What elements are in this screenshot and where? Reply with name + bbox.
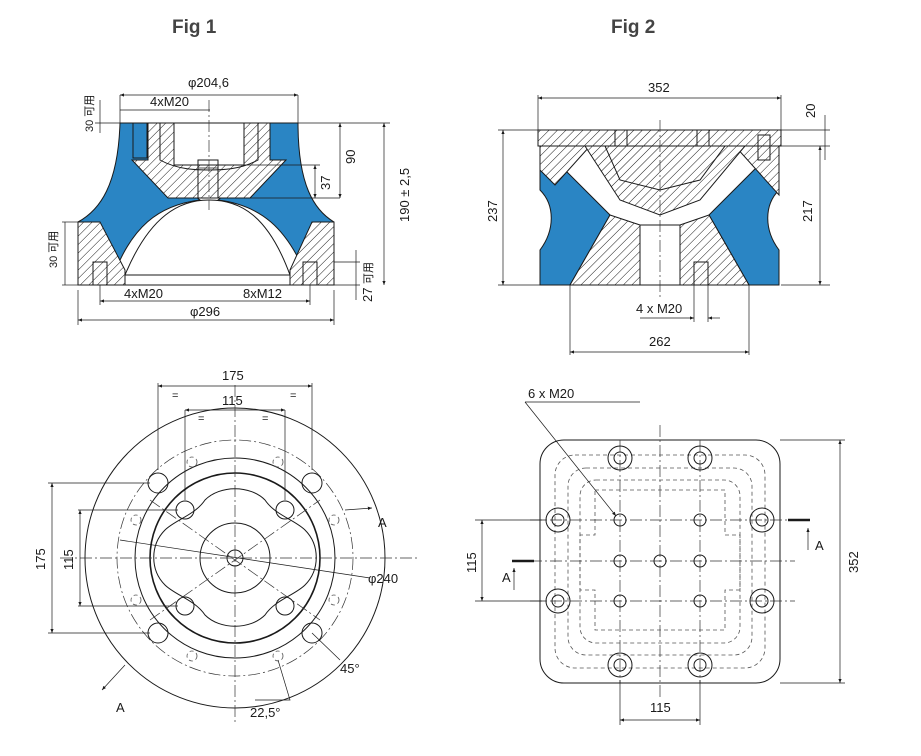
fig2-plan-dimensions: 6 x M20 115 352 115 A A [464, 386, 861, 725]
fig1-bottom-diameter-label: φ296 [190, 304, 220, 319]
fig2-plan-thread-label: 6 x M20 [528, 386, 574, 401]
fig2-dimensions: 352 20 237 217 4 x M20 262 [485, 80, 830, 355]
fig2-plan-115-bottom-label: 115 [650, 700, 671, 715]
fig1-dim-37-label: 37 [318, 176, 333, 190]
fig2-dim-20-label: 20 [803, 104, 818, 118]
fig1-equal-mark-2: = [290, 390, 296, 402]
fig2-plan-115-left-label: 115 [464, 552, 479, 573]
fig1-title: Fig 1 [172, 17, 217, 38]
fig1-center-boss [197, 159, 219, 199]
fig2-base-width-label: 262 [649, 334, 671, 349]
fig1-plan-115-left-label: 115 [61, 549, 76, 570]
fig2-width-label: 352 [648, 80, 670, 95]
fig1-bolt-top-left [132, 122, 148, 159]
fig1-plan-175-top-label: 175 [222, 368, 244, 383]
fig1-hole-inner-tr [275, 500, 295, 520]
fig1-usable-side-label: 30 可用 [48, 231, 60, 268]
fig1-equal-mark-1: = [172, 390, 178, 402]
fig1-hole-outer-tl [147, 472, 169, 494]
fig2-plan-view [530, 425, 795, 700]
fig1-top-diameter-label: φ204,6 [188, 75, 229, 90]
fig1-section-a-top: A [378, 515, 387, 530]
fig1-bottom-thread-left-label: 4xM20 [124, 286, 163, 301]
fig2-bolt-top [757, 134, 771, 161]
fig1-plan-diameter-label: φ240 [368, 571, 398, 586]
fig1-hole-outer-bl [147, 622, 169, 644]
fig1-equal-mark-3: = [198, 413, 204, 425]
fig2-thread-label: 4 x M20 [636, 301, 682, 316]
fig1-height-label: 190 ± 2,5 [397, 168, 412, 222]
fig1-angle-45-label: 45° [340, 661, 360, 676]
fig1-dim-27-label: 27 [360, 288, 375, 302]
fig1-dimensions: φ204,6 4xM20 30 可用 90 37 190 ± 2,5 30 可用… [48, 75, 412, 325]
fig1-section-a-bottom: A [116, 700, 125, 715]
fig1-bottom-ring-right [289, 221, 335, 286]
fig1-hole-outer-tr [301, 472, 323, 494]
fig2-section-view [537, 120, 782, 300]
fig1-plan-view [60, 385, 420, 725]
fig1-hole-inner-br [275, 596, 295, 616]
fig2-plan-352-right-label: 352 [846, 551, 861, 573]
fig1-dim-90-label: 90 [343, 150, 358, 164]
fig1-plan-dimensions: 175 = = 115 = = 175 115 φ240 45° 22,5° A… [33, 368, 398, 720]
fig1-angle-22-label: 22,5° [250, 705, 281, 720]
fig1-bottom-ring-left [77, 221, 126, 286]
fig1-section-view [77, 100, 335, 286]
fig2-section-a-right: A [815, 538, 824, 553]
fig1-usable-right-label: 可用 [363, 262, 375, 284]
fig1-plan-115-top-label: 115 [222, 393, 243, 408]
fig2-section-a-left: A [502, 570, 511, 585]
fig2-height-body-label: 217 [800, 200, 815, 222]
fig1-bottom-thread-right-label: 8xM12 [243, 286, 282, 301]
fig1-hole-inner-bl [175, 596, 195, 616]
fig2-title: Fig 2 [611, 17, 656, 38]
fig2-top-plate [537, 129, 782, 147]
fig1-equal-mark-4: = [262, 413, 268, 425]
fig1-usable-top-label: 30 可用 [84, 95, 96, 132]
fig2-height-total-label: 237 [485, 200, 500, 222]
fig1-hole-outer-br [301, 622, 323, 644]
fig1-plan-175-left-label: 175 [33, 548, 48, 570]
fig1-top-thread-label: 4xM20 [150, 94, 189, 109]
fig1-clover-contour [153, 488, 317, 627]
